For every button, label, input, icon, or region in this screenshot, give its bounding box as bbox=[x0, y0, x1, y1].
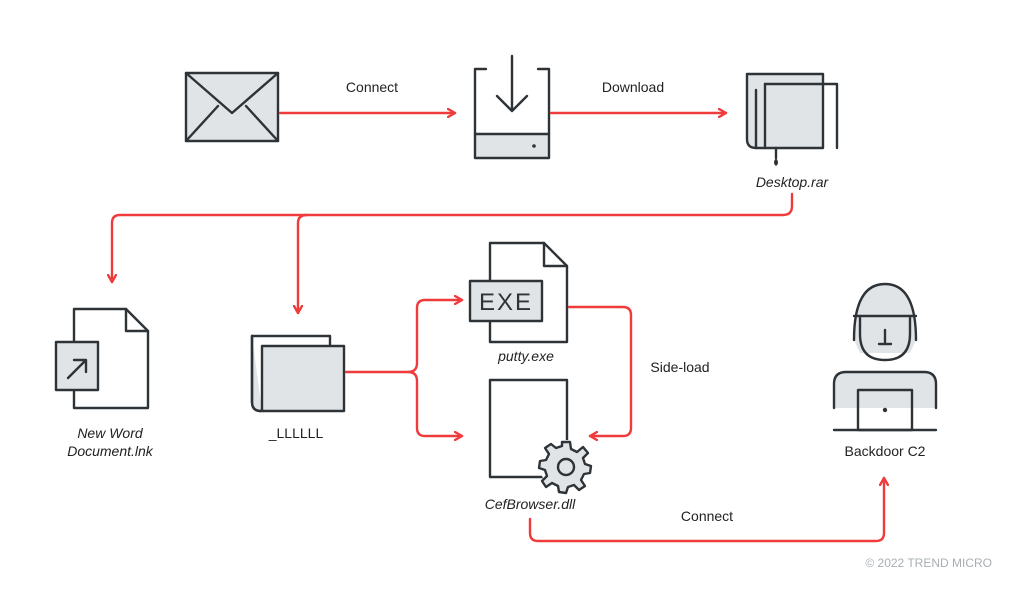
archive-folder-icon bbox=[745, 72, 839, 166]
folder-to-exe-arrow bbox=[344, 300, 464, 374]
connect-label-1: Connect bbox=[346, 79, 398, 95]
side-load-arrow bbox=[567, 305, 633, 436]
exe-badge: EXE bbox=[479, 289, 533, 316]
download-label: Download bbox=[602, 79, 664, 95]
shortcut-label-line2: Document.lnk bbox=[67, 443, 154, 459]
extract-arrow-shortcut bbox=[112, 192, 794, 284]
c2-label: Backdoor C2 bbox=[845, 443, 926, 459]
download-tray-icon bbox=[473, 54, 551, 160]
envelope-icon bbox=[184, 71, 280, 143]
connect-label-2: Connect bbox=[681, 508, 733, 524]
side-load-label: Side-load bbox=[650, 359, 709, 375]
archive-label: Desktop.rar bbox=[756, 174, 830, 190]
folder-to-dll-arrow bbox=[406, 370, 464, 436]
hacker-laptop-icon bbox=[832, 282, 938, 432]
connect-arrow-2 bbox=[528, 476, 884, 543]
extract-arrow-folder bbox=[298, 213, 309, 315]
exe-label: putty.exe bbox=[497, 348, 554, 364]
copyright-text: © 2022 TREND MICRO bbox=[865, 556, 992, 570]
folder-icon bbox=[250, 334, 346, 413]
dll-label: CefBrowser.dll bbox=[485, 496, 576, 512]
folder-label: _LLLLLL bbox=[268, 425, 324, 441]
dll-gear-icon bbox=[488, 378, 593, 495]
exe-file-icon bbox=[468, 241, 569, 344]
shortcut-file-icon bbox=[54, 307, 150, 410]
shortcut-label-line1: New Word bbox=[77, 425, 144, 441]
